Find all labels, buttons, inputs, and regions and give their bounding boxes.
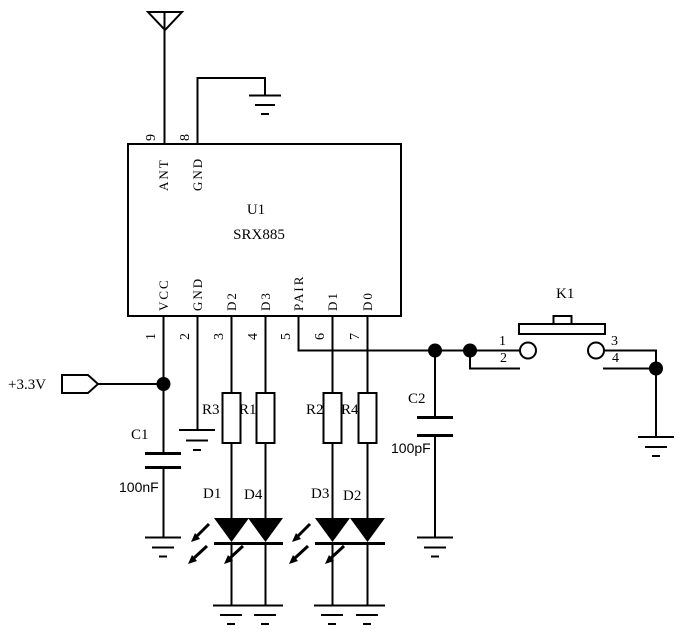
r3-refdes: R3 xyxy=(202,402,220,418)
pin-number-9: 9 xyxy=(144,134,159,141)
antenna-icon xyxy=(145,11,185,144)
ic-part-number: SRX885 xyxy=(233,227,285,243)
c2-value: 100pF xyxy=(391,440,431,456)
resistor-icon xyxy=(221,392,378,444)
pushbutton-icon xyxy=(469,315,657,370)
c1-refdes: C1 xyxy=(131,427,149,443)
d2-refdes: D2 xyxy=(343,488,362,504)
ic-pin-wires xyxy=(162,316,520,429)
k1-pin-1: 1 xyxy=(499,334,506,349)
power-net-label: +3.3V xyxy=(8,377,47,393)
d3-refdes: D3 xyxy=(311,486,330,502)
pin-name-pair: PAIR xyxy=(291,274,306,311)
pin-number-2: 2 xyxy=(178,333,193,340)
pin-number-7: 7 xyxy=(348,333,363,340)
ic-refdes: U1 xyxy=(246,202,266,218)
k1-refdes: K1 xyxy=(556,286,575,302)
led-icon xyxy=(315,518,350,605)
pin-name-gnd-bottom: GND xyxy=(190,276,205,311)
pin-number-3: 3 xyxy=(212,333,227,340)
power-flag-icon xyxy=(61,374,163,394)
pin-name-d1: D1 xyxy=(325,291,340,311)
ground-icon xyxy=(314,604,350,625)
led-icon xyxy=(214,518,249,605)
c2-refdes: C2 xyxy=(408,391,426,407)
resistor-to-led-wires xyxy=(230,443,369,518)
ground-icon xyxy=(247,604,283,625)
pin-name-ant: ANT xyxy=(156,158,171,191)
k1-pin-3: 3 xyxy=(611,334,618,349)
pin-number-5: 5 xyxy=(279,333,294,340)
k1-pin-4: 4 xyxy=(612,351,619,366)
pin-name-gnd-top: GND xyxy=(190,156,205,191)
wire-pin8-ground xyxy=(196,77,266,144)
capacitor-icon xyxy=(145,384,181,537)
ground-icon xyxy=(179,429,215,451)
c1-value: 100nF xyxy=(119,479,159,495)
pin-name-d2: D2 xyxy=(224,291,239,311)
r4-refdes: R4 xyxy=(341,402,359,418)
r1-refdes: R1 xyxy=(239,402,257,418)
pin-number-6: 6 xyxy=(313,333,328,340)
pin-number-8: 8 xyxy=(178,134,193,141)
pin-number-4: 4 xyxy=(246,333,261,340)
d4-refdes: D4 xyxy=(244,487,263,503)
k1-pin-2: 2 xyxy=(500,351,507,366)
ground-icon xyxy=(638,436,674,457)
ground-icon xyxy=(349,604,385,625)
ground-icon xyxy=(417,536,453,558)
pin-number-1: 1 xyxy=(144,333,159,340)
pin-name-d0: D0 xyxy=(360,291,375,311)
led-icon xyxy=(350,518,385,605)
ground-icon xyxy=(145,536,181,558)
r2-refdes: R2 xyxy=(306,402,324,418)
pin-name-d3: D3 xyxy=(258,291,273,311)
ground-icon xyxy=(249,94,281,115)
ground-icon xyxy=(213,604,249,625)
capacitor-icon xyxy=(417,350,453,537)
led-icon xyxy=(248,518,283,605)
pin-name-vcc: VCC xyxy=(156,278,171,311)
d1-refdes: D1 xyxy=(203,486,222,502)
led-light-arrows xyxy=(188,522,346,564)
